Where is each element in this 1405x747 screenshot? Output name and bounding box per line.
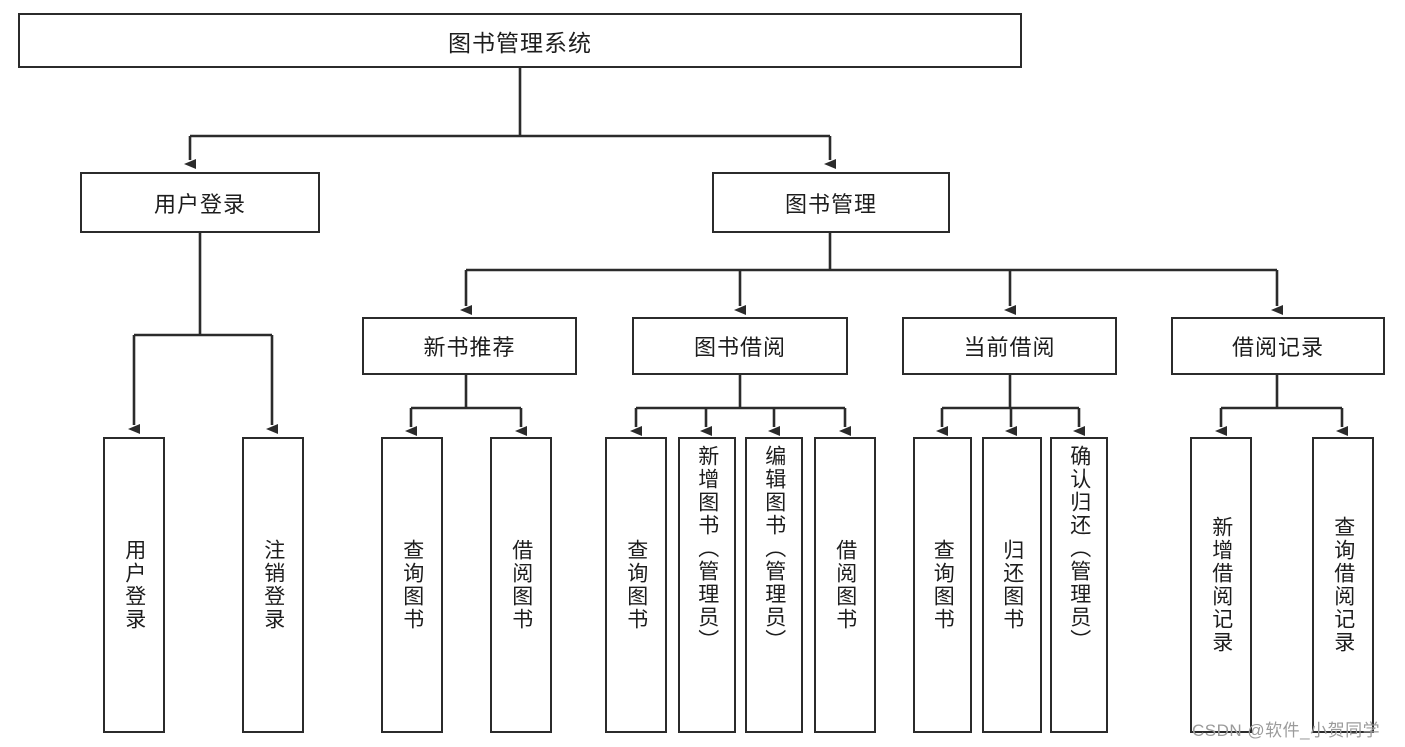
leaf-borrow-record-1[interactable]: 新增借阅记录: [1190, 437, 1252, 733]
csdn-watermark: CSDN @软件_小贺同学: [1192, 721, 1381, 740]
leaf-book-borrow-2[interactable]: 新增图书（管理员）: [678, 437, 736, 733]
node-borrow-record[interactable]: 借阅记录: [1171, 317, 1385, 375]
node-new-book-recommend[interactable]: 新书推荐: [362, 317, 577, 375]
leaf-current-borrow-2[interactable]: 归还图书: [982, 437, 1042, 733]
node-user-login[interactable]: 用户登录: [80, 172, 320, 233]
leaf-user-login-2[interactable]: 注销登录: [242, 437, 304, 733]
leaf-current-borrow-1[interactable]: 查询图书: [913, 437, 972, 733]
leaf-user-login-1[interactable]: 用户登录: [103, 437, 165, 733]
leaf-book-borrow-1[interactable]: 查询图书: [605, 437, 667, 733]
leaf-borrow-record-2[interactable]: 查询借阅记录: [1312, 437, 1374, 733]
node-book-borrow[interactable]: 图书借阅: [632, 317, 848, 375]
leaf-current-borrow-3[interactable]: 确认归还（管理员）: [1050, 437, 1108, 733]
node-current-borrow[interactable]: 当前借阅: [902, 317, 1117, 375]
leaf-new-book-recommend-1[interactable]: 查询图书: [381, 437, 443, 733]
leaf-book-borrow-3[interactable]: 编辑图书（管理员）: [745, 437, 803, 733]
node-book-management[interactable]: 图书管理: [712, 172, 950, 233]
leaf-book-borrow-4[interactable]: 借阅图书: [814, 437, 876, 733]
node-root[interactable]: 图书管理系统: [18, 13, 1022, 68]
leaf-new-book-recommend-2[interactable]: 借阅图书: [490, 437, 552, 733]
